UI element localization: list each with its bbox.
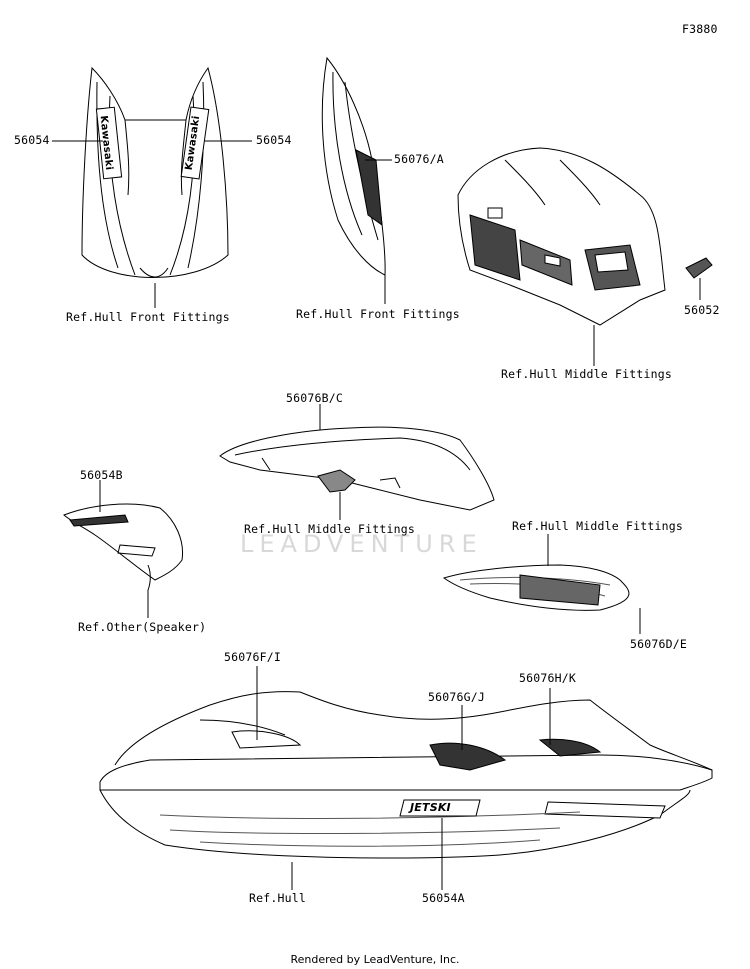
label-56076GJ: 56076G/J bbox=[428, 690, 485, 704]
label-56054A: 56054A bbox=[422, 891, 465, 905]
label-56076DE: 56076D/E bbox=[630, 637, 687, 651]
watercraft-hull bbox=[99, 691, 713, 859]
footer-credit: Rendered by LeadVenture, Inc. bbox=[290, 953, 460, 966]
kawasaki-decal-right bbox=[180, 106, 210, 180]
label-56052: 56052 bbox=[684, 303, 720, 317]
label-ref-middle-2: Ref.Hull Middle Fittings bbox=[244, 522, 415, 536]
figure-code: F3880 bbox=[682, 22, 718, 36]
middle-hull-section bbox=[457, 147, 666, 326]
label-56054-left: 56054 bbox=[14, 133, 50, 147]
label-ref-middle-1: Ref.Hull Middle Fittings bbox=[501, 367, 672, 381]
label-ref-front-1: Ref.Hull Front Fittings bbox=[66, 310, 230, 324]
label-56076HK: 56076H/K bbox=[519, 671, 576, 685]
label-ref-middle-3: Ref.Hull Middle Fittings bbox=[512, 519, 683, 533]
label-56054B: 56054B bbox=[80, 468, 123, 482]
lower-side-panel bbox=[442, 564, 630, 611]
label-ref-speaker: Ref.Other(Speaker) bbox=[78, 620, 207, 634]
side-deck-cover bbox=[321, 56, 386, 276]
kawasaki-decal-left bbox=[95, 106, 123, 180]
label-56076BC: 56076B/C bbox=[286, 391, 343, 405]
label-56076A: 56076/A bbox=[394, 152, 444, 166]
small-decal-56052 bbox=[685, 257, 713, 279]
jetski-decal bbox=[399, 799, 481, 817]
jetski-text: JETSKI bbox=[410, 801, 451, 814]
watermark: LEADVENTURE bbox=[240, 530, 483, 558]
label-56076FI: 56076F/I bbox=[224, 650, 281, 664]
label-ref-front-2: Ref.Hull Front Fittings bbox=[296, 307, 460, 321]
label-56054-right: 56054 bbox=[256, 133, 292, 147]
label-ref-hull: Ref.Hull bbox=[249, 891, 306, 905]
seat-side-panel bbox=[219, 426, 495, 511]
speaker-cover bbox=[63, 503, 184, 591]
